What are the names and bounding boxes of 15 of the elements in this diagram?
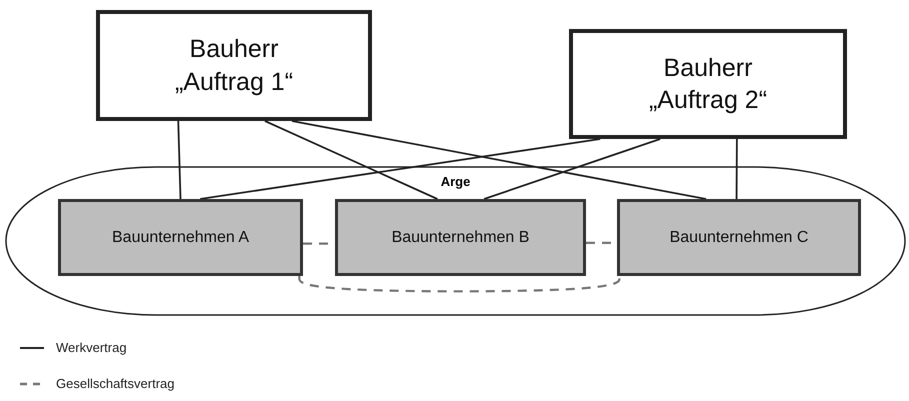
contractor-box: Bauunternehmen A (58, 199, 303, 276)
contractor-box: Bauunternehmen B (335, 199, 586, 276)
client-box: Bauherr „Auftrag 2“ (569, 29, 847, 139)
connector-line (177, 120, 182, 200)
connector-line (292, 120, 706, 200)
legend-label: Gesellschaftsvertrag (56, 376, 174, 391)
group-label: Arge (440, 174, 470, 189)
legend-label: Werkvertrag (56, 340, 127, 355)
client-box: Bauherr „Auftrag 1“ (96, 10, 372, 121)
contractor-box: Bauunternehmen C (617, 199, 861, 276)
dashed-connector (298, 276, 621, 292)
connector-line (200, 138, 600, 200)
connector-line (264, 120, 438, 200)
connector-line (484, 138, 660, 200)
connector-line (736, 139, 738, 199)
